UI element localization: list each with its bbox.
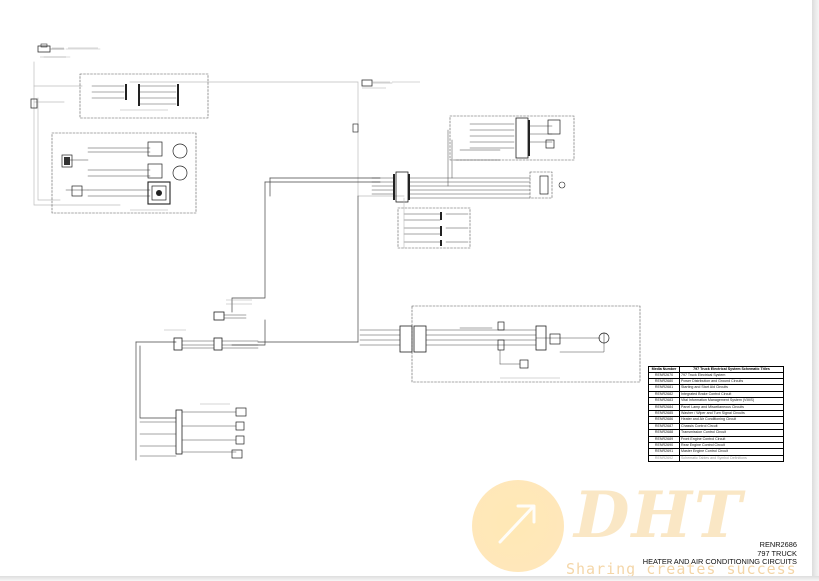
upper-left-wires [91, 85, 177, 105]
schematic-titles-table: Media Number 797 Truck Electrical System… [648, 366, 784, 463]
lower-left-sensors [139, 407, 247, 459]
page-edge-right [812, 0, 819, 581]
upper-right-connector [352, 79, 393, 133]
left-middle-wires [65, 147, 151, 197]
schematic-titles-header: 797 Truck Electrical System Schematic Ti… [679, 366, 784, 373]
drawing-title-block: RENR2686 797 TRUCK HEATER AND AIR CONDIT… [642, 540, 797, 567]
left-middle-components [61, 141, 188, 205]
schematic-title: Vital Information Management System (VIM… [679, 397, 784, 405]
media-number: RENR2692 [648, 454, 680, 463]
schematic-title: Schematic Tables and Symbol Definitions [679, 454, 784, 463]
upper-left-pins [125, 84, 179, 106]
drawing-title: HEATER AND AIR CONDITIONING CIRCUITS [642, 557, 797, 567]
center-connector [213, 311, 247, 321]
left-harness [33, 61, 121, 206]
right-upper-cluster [371, 115, 575, 249]
top-left-connector [37, 43, 101, 53]
drawing-model: 797 TRUCK [757, 548, 797, 558]
upper-left-dashed-box [79, 73, 209, 119]
watermark-arrow-icon [498, 504, 536, 544]
left-fuse [30, 98, 38, 109]
schematic-wire-labels [40, 47, 560, 405]
left-middle-dashed-box [51, 132, 197, 214]
lower-middle-connectors [173, 195, 359, 351]
media-number-header: Media Number [648, 366, 680, 373]
schematic-title: Panel Lamp and Miscellaneous Circuits [679, 403, 784, 412]
right-lower-dashed-box [411, 305, 641, 383]
table-header-row: Media Number 797 Truck Electrical System… [648, 366, 784, 373]
watermark-brand: DHT [574, 478, 744, 553]
page-edge-bottom [0, 576, 819, 581]
schematic-title: Heater and Air Conditioning Circuit [679, 416, 784, 424]
schematic-title: Power Distribution and Ground Circuits [679, 377, 784, 386]
drawing-number: RENR2686 [759, 540, 797, 549]
right-lower-components [359, 321, 610, 369]
center-trunk [135, 177, 381, 461]
schematic-title: Washer / Wiper and Turn Signal Circuits [679, 409, 784, 418]
watermark-logo-circle [472, 480, 564, 572]
watermark-slogan: Sharing creates success [566, 560, 797, 578]
